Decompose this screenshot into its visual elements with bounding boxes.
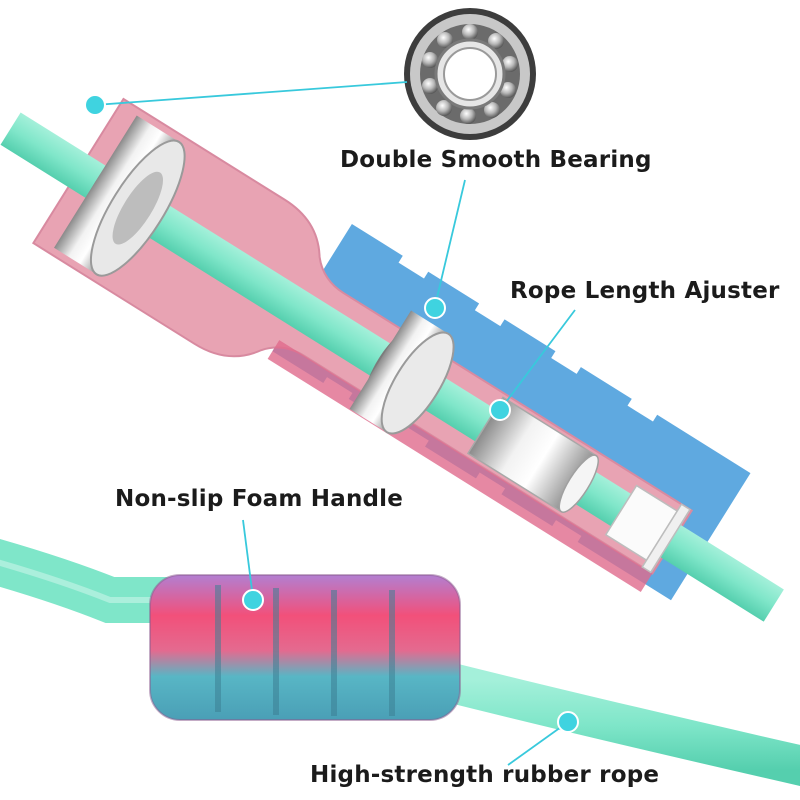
end-cap — [604, 484, 691, 574]
callout-dot-rope — [557, 711, 579, 733]
foam-handle — [149, 574, 461, 721]
label-high-strength-rubber-rope: High-strength rubber rope — [310, 762, 660, 788]
handle-grip-grooves — [215, 585, 395, 716]
rope-lower-right — [435, 660, 800, 786]
label-double-smooth-bearing: Double Smooth Bearing — [340, 147, 652, 173]
rope-length-adjuster-part — [466, 396, 599, 513]
callout-dot-adjuster — [489, 399, 511, 421]
callout-lines — [94, 81, 576, 766]
label-rope-length-adjuster: Rope Length Ajuster — [510, 278, 780, 304]
bearing-ring-lower — [349, 310, 455, 435]
callout-dot-bearing-2 — [424, 297, 446, 319]
bearing-ring-upper — [54, 115, 186, 277]
rope-lower-left-shadow — [0, 559, 165, 603]
rope-lower-left — [0, 538, 188, 623]
label-non-slip-foam-handle: Non-slip Foam Handle — [115, 486, 404, 512]
bearing-photo — [404, 8, 536, 140]
callout-dot-bearing-1 — [84, 94, 106, 116]
callout-dot-handle — [242, 589, 264, 611]
handle-cross-section — [0, 97, 784, 622]
bearing-balls — [422, 24, 518, 124]
callout-dots — [84, 94, 579, 733]
